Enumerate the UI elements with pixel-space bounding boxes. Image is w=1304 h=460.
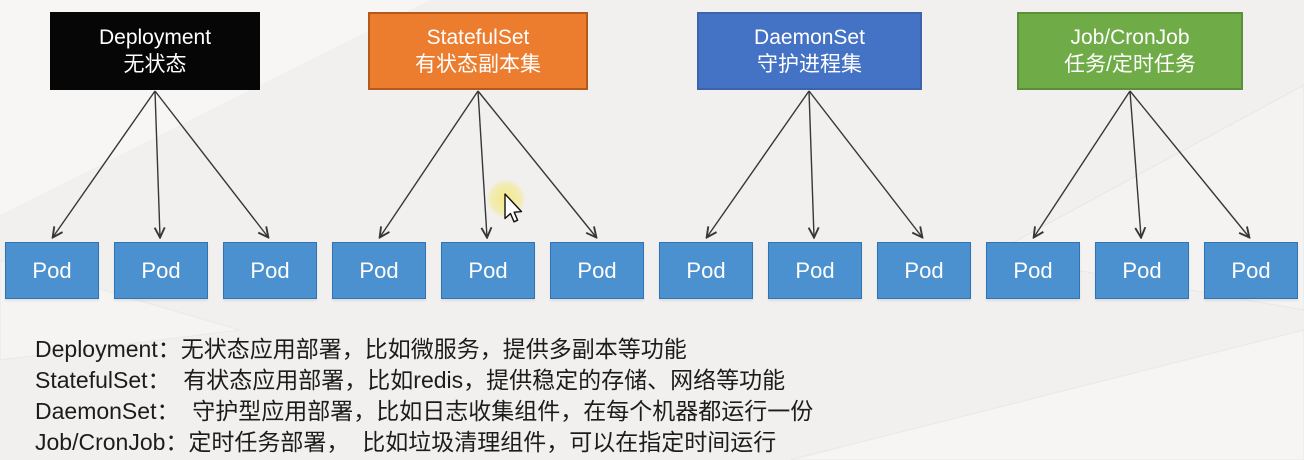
workload-subtitle: 任务/定时任务 xyxy=(1064,53,1196,76)
pod-label: Pod xyxy=(904,257,944,283)
pod-label: Pod xyxy=(468,257,508,283)
pod-label: Pod xyxy=(250,257,290,283)
workload-subtitle: 有状态副本集 xyxy=(415,53,541,76)
pod-box: Pod xyxy=(1204,242,1298,299)
pod-label: Pod xyxy=(686,257,726,283)
description-daemonset: DaemonSet： 守护型应用部署，比如日志收集组件，在每个机器都运行一份 xyxy=(35,398,814,424)
pod-box: Pod xyxy=(5,242,99,299)
pod-label: Pod xyxy=(32,257,72,283)
workload-title: Job/CronJob xyxy=(1070,26,1190,49)
pod-label: Pod xyxy=(1013,257,1053,283)
workload-title: StatefulSet xyxy=(426,26,530,49)
pod-label: Pod xyxy=(1122,257,1162,283)
pod-box: Pod xyxy=(659,242,753,299)
pod-label: Pod xyxy=(359,257,399,283)
pod-label: Pod xyxy=(577,257,617,283)
pod-box: Pod xyxy=(114,242,208,299)
pod-label: Pod xyxy=(1231,257,1271,283)
pod-box: Pod xyxy=(223,242,317,299)
cursor-highlight-glow xyxy=(487,180,525,218)
workload-subtitle: 无状态 xyxy=(123,53,187,76)
pod-label: Pod xyxy=(141,257,181,283)
workload-title: Deployment xyxy=(98,26,212,49)
description-block: Deployment：无状态应用部署，比如微服务，提供多副本等功能 Statef… xyxy=(35,334,813,458)
pod-box: Pod xyxy=(877,242,971,299)
pod-box: Pod xyxy=(441,242,535,299)
pod-box: Pod xyxy=(550,242,644,299)
pod-box: Pod xyxy=(768,242,862,299)
description-statefulset: StatefulSet： 有状态应用部署，比如redis，提供稳定的存储、网络等… xyxy=(35,367,786,393)
pod-box: Pod xyxy=(332,242,426,299)
description-deployment: Deployment：无状态应用部署，比如微服务，提供多副本等功能 xyxy=(35,336,687,362)
pod-label: Pod xyxy=(795,257,835,283)
workload-box-statefulset: StatefulSet 有状态副本集 xyxy=(368,12,588,90)
pod-box: Pod xyxy=(986,242,1080,299)
workload-box-deployment: Deployment 无状态 xyxy=(50,12,260,90)
workload-title: DaemonSet xyxy=(754,26,865,49)
description-jobcronjob: Job/CronJob：定时任务部署， 比如垃圾清理组件，可以在指定时间运行 xyxy=(35,429,777,455)
workload-subtitle: 守护进程集 xyxy=(757,53,862,76)
workload-box-jobcronjob: Job/CronJob 任务/定时任务 xyxy=(1017,12,1243,90)
workload-box-daemonset: DaemonSet 守护进程集 xyxy=(697,12,922,90)
pod-box: Pod xyxy=(1095,242,1189,299)
